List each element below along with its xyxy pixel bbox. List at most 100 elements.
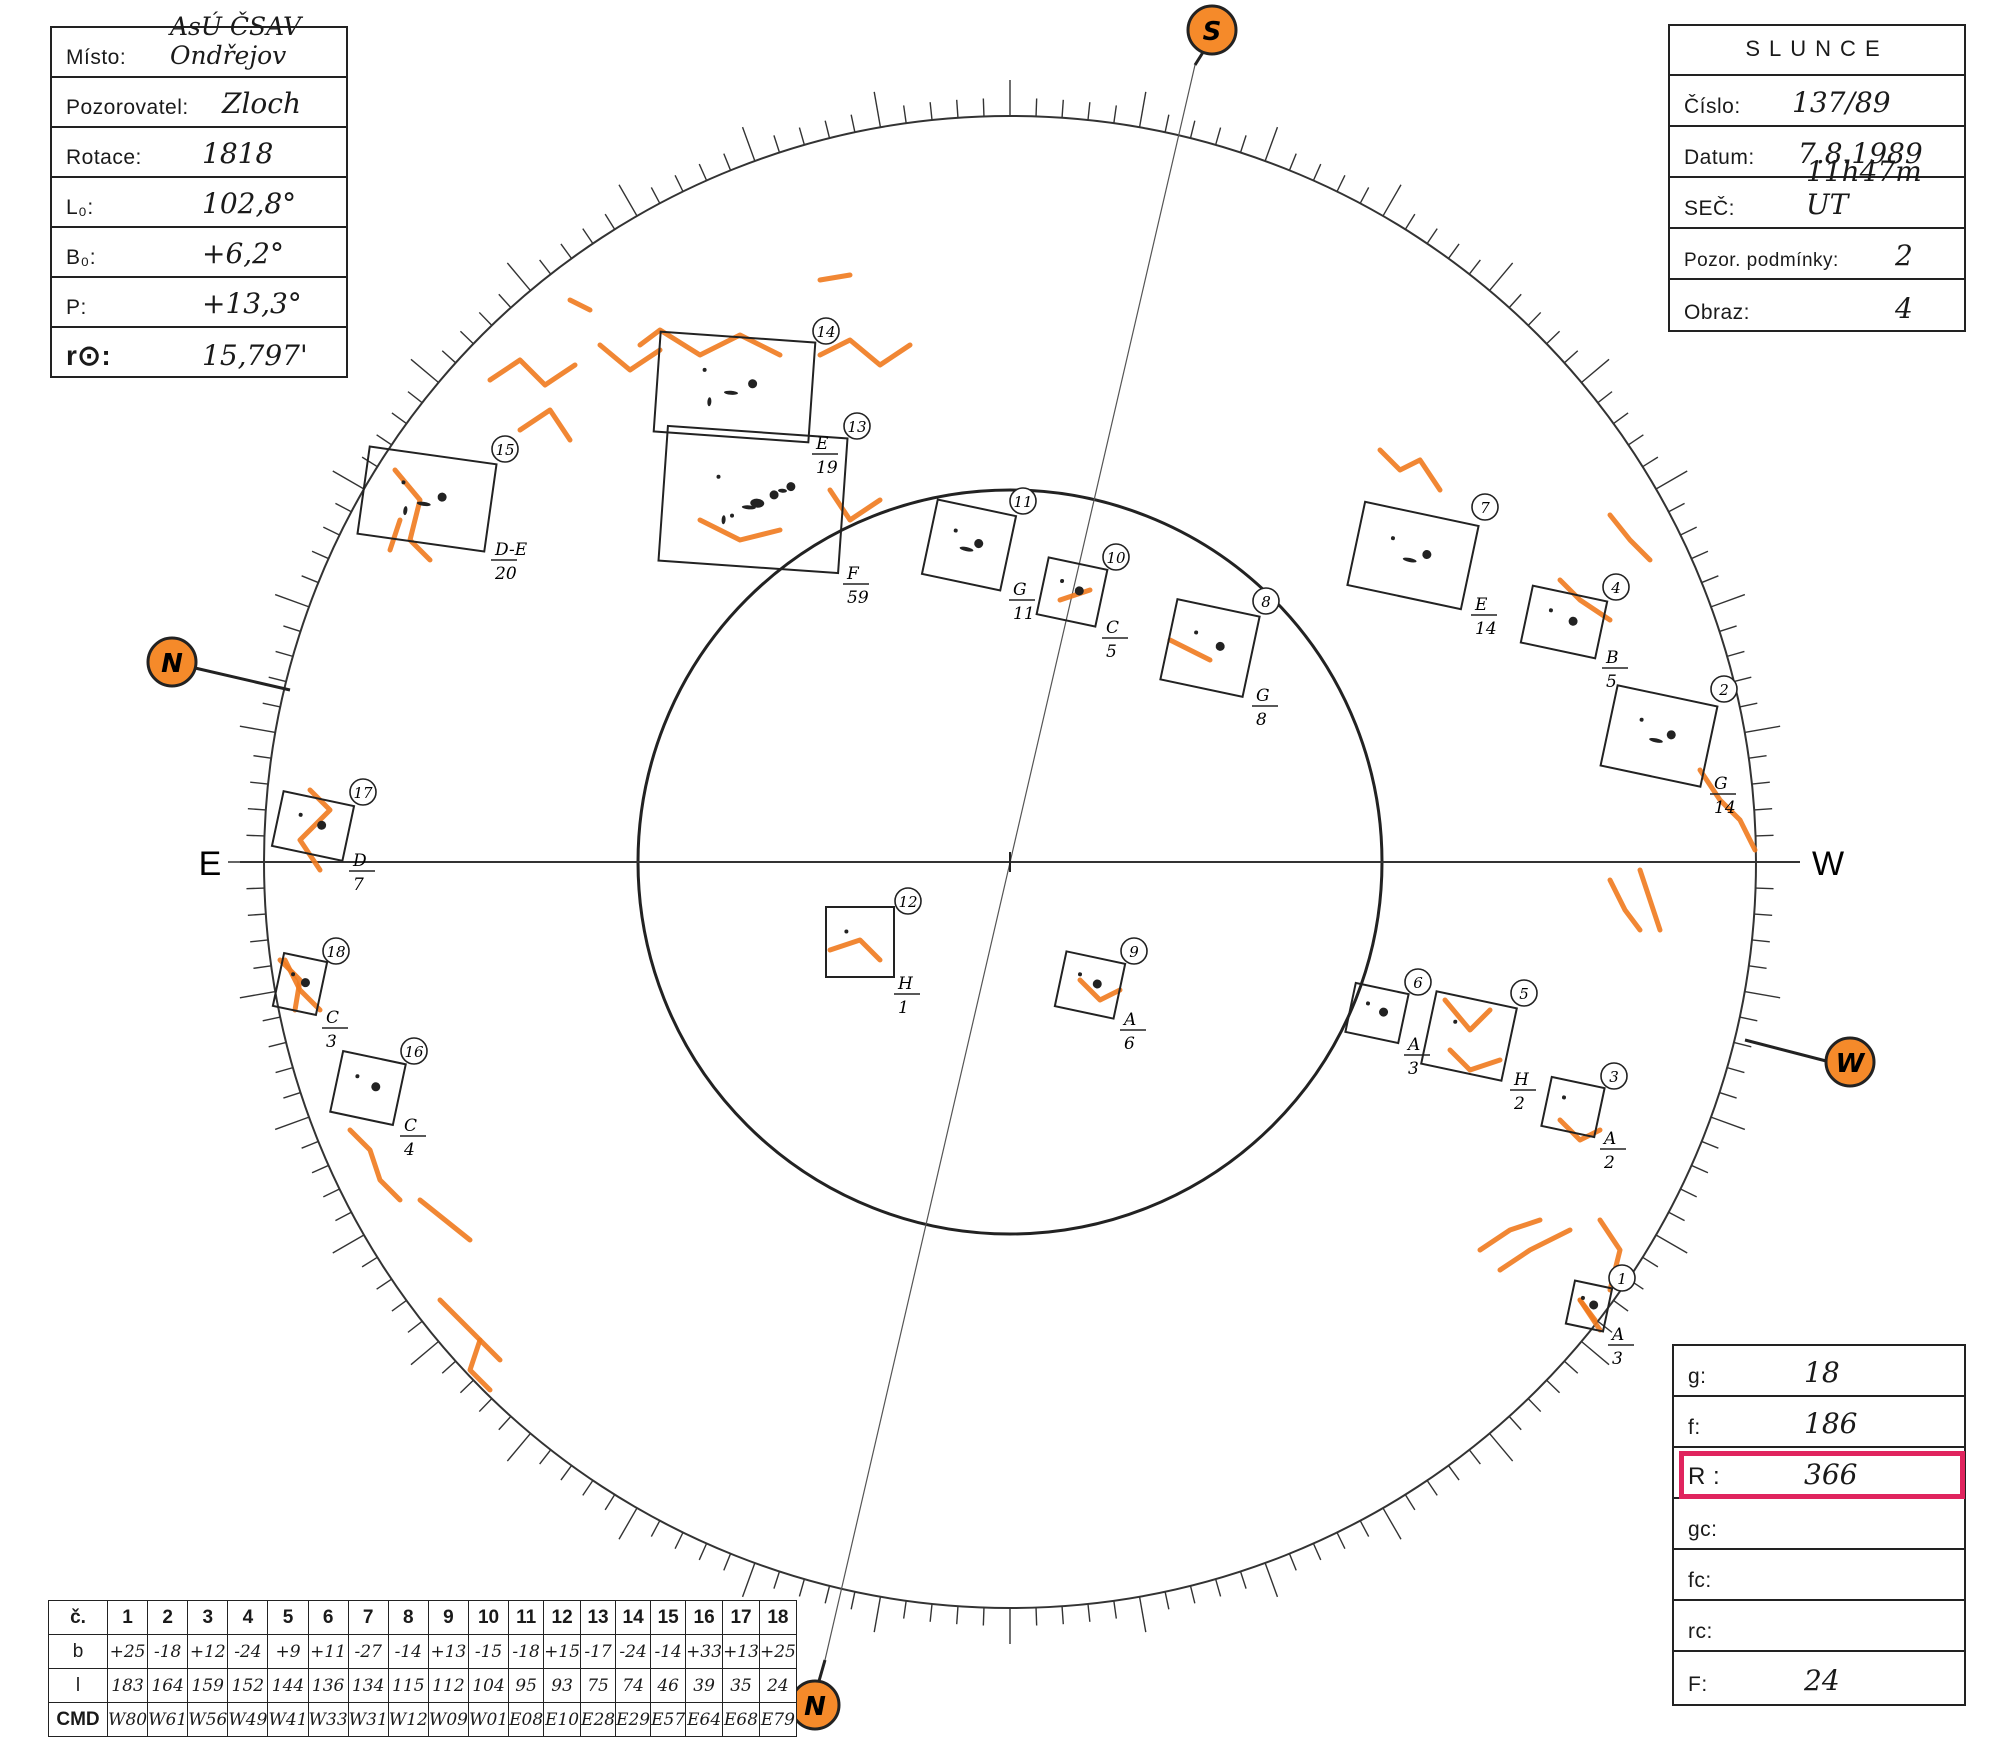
limb-tick xyxy=(1754,808,1773,811)
sunspot xyxy=(300,978,310,988)
limb-tick xyxy=(1546,330,1561,345)
table-cell-b-15: -14 xyxy=(650,1634,687,1669)
table-cell-b-2: -18 xyxy=(147,1634,189,1669)
rotation-label: Rotace: xyxy=(66,146,142,169)
table-cell-numbers-13: 13 xyxy=(580,1600,617,1635)
limb-tick xyxy=(332,1234,365,1254)
limb-tick xyxy=(1613,1299,1629,1312)
conditions-label: Pozor. podmínky: xyxy=(1684,250,1839,271)
limb-tick xyxy=(361,1256,378,1268)
table-cell-numbers-3: 3 xyxy=(187,1600,229,1635)
limb-tick xyxy=(253,754,272,759)
limb-tick xyxy=(1239,1571,1247,1589)
limb-tick xyxy=(1691,1164,1709,1174)
group-frame xyxy=(825,906,895,978)
sunspot xyxy=(355,1074,360,1079)
limb-tick xyxy=(1189,1585,1196,1604)
group-number-label: 17 xyxy=(353,784,373,802)
limb-tick xyxy=(1138,1596,1147,1633)
limb-tick xyxy=(441,350,457,364)
facula-mark xyxy=(487,357,578,388)
sunspot-groups-layer: 1A32G143A24B55H26A37E148G89A610C511G1112… xyxy=(270,317,1738,1369)
limb-tick xyxy=(311,1164,329,1174)
f-label: f: xyxy=(1688,1416,1701,1439)
table-cell-l-11: 95 xyxy=(508,1668,545,1703)
limb-tick xyxy=(741,1562,756,1598)
count-row-gc: gc: xyxy=(1674,1499,1964,1550)
sunspot xyxy=(750,498,765,508)
table-cell-cmd-5: W41 xyxy=(267,1702,309,1737)
limb-tick xyxy=(1488,1433,1514,1462)
group-spot-count: 1 xyxy=(898,998,909,1018)
limb-tick xyxy=(1264,126,1279,162)
limb-tick xyxy=(274,1116,310,1131)
table-header-l: l xyxy=(48,1668,108,1703)
number-label: Číslo: xyxy=(1684,95,1741,118)
limb-tick xyxy=(239,990,276,999)
sunspot-group-5 xyxy=(1420,990,1518,1082)
limb-tick xyxy=(376,1278,392,1290)
group-number-label: 12 xyxy=(898,893,917,911)
limb-tick xyxy=(283,1091,301,1099)
limb-tick xyxy=(1447,243,1460,259)
limb-tick xyxy=(539,259,552,275)
table-cell-numbers-15: 15 xyxy=(650,1600,687,1635)
limb-tick xyxy=(1113,1600,1118,1619)
limb-tick xyxy=(1061,1606,1064,1625)
limb-tick xyxy=(560,243,573,259)
facula-mark xyxy=(437,1297,503,1363)
limb-tick xyxy=(798,127,806,146)
table-header-number: č. xyxy=(48,1600,108,1635)
table-cell-l-2: 164 xyxy=(147,1668,189,1703)
limb-tick xyxy=(956,1606,959,1625)
b0-label: B₀: xyxy=(66,246,97,269)
limb-tick xyxy=(902,1600,907,1619)
table-cell-l-7: 134 xyxy=(347,1668,389,1703)
group-class-label: A xyxy=(1602,1129,1616,1149)
sunspot xyxy=(716,474,721,479)
sunspot xyxy=(1379,1007,1389,1017)
sunspot xyxy=(1402,557,1417,563)
group-number-circle xyxy=(812,317,840,345)
west-label: W xyxy=(1812,845,1844,883)
limb-tick xyxy=(1087,1603,1091,1622)
table-cell-l-17: 35 xyxy=(722,1668,760,1703)
limb-tick xyxy=(332,470,365,490)
g-label: g: xyxy=(1688,1365,1707,1388)
limb-tick xyxy=(1189,120,1196,139)
table-cell-numbers-4: 4 xyxy=(227,1600,269,1635)
group-number-label: 13 xyxy=(847,418,866,436)
limb-tick xyxy=(604,1494,616,1511)
limb-tick xyxy=(335,502,352,513)
sunspot-group-7 xyxy=(1346,500,1480,611)
limb-tick xyxy=(1751,781,1770,785)
group-number-circle xyxy=(1602,573,1630,601)
group-number-circle xyxy=(843,412,871,440)
facula-mark xyxy=(1557,577,1613,623)
table-cell-numbers-18: 18 xyxy=(758,1600,797,1635)
facula-mark xyxy=(347,1127,403,1203)
limb-tick xyxy=(1563,1360,1579,1374)
limb-tick xyxy=(1739,1016,1758,1022)
group-frame xyxy=(271,951,329,1017)
group-spot-count: 11 xyxy=(1013,604,1035,624)
group-class-label: A xyxy=(1406,1035,1420,1055)
facula-mark xyxy=(1442,997,1493,1033)
table-cell-cmd-12: E10 xyxy=(543,1702,582,1737)
table-cell-l-9: 112 xyxy=(427,1668,469,1703)
limb-tick xyxy=(1468,259,1481,275)
slunce-row-date: Datum: 7.8.1989 xyxy=(1670,127,1964,178)
group-spot-count: 20 xyxy=(494,564,517,584)
sunspot xyxy=(724,390,738,395)
limb-tick xyxy=(1468,1449,1481,1465)
slunce-row-conditions: Pozor. podmínky: 2 xyxy=(1670,229,1964,280)
limb-tick xyxy=(253,965,272,970)
group-number-circle xyxy=(1102,543,1130,571)
table-cell-b-6: +11 xyxy=(307,1634,349,1669)
limb-tick xyxy=(698,1543,708,1561)
sunspot xyxy=(730,513,735,518)
limb-tick xyxy=(982,1607,985,1626)
sunspot-group-3 xyxy=(1540,1075,1606,1139)
